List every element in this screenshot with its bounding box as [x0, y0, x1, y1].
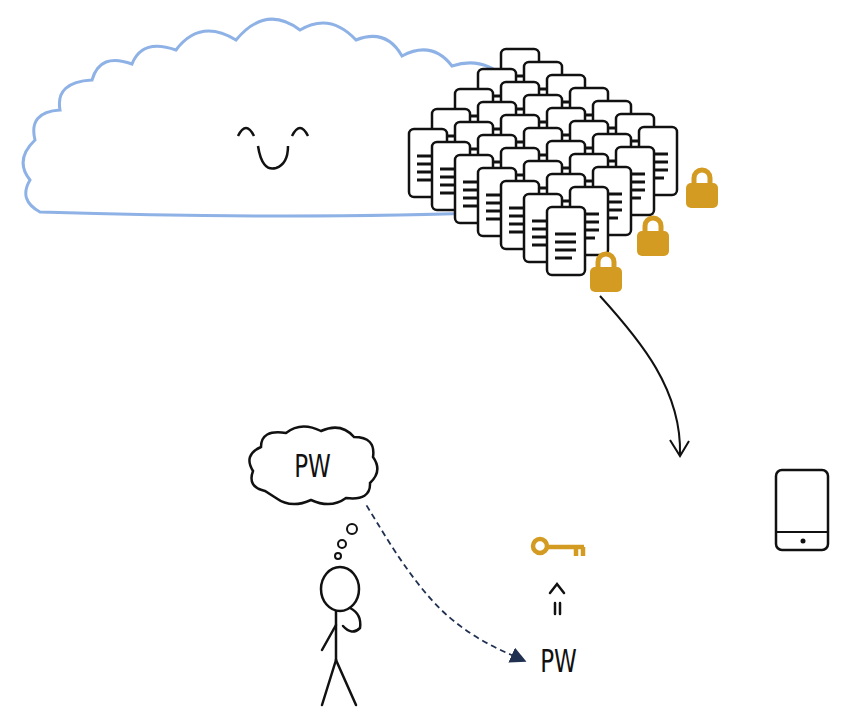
smiley-eye — [292, 128, 308, 136]
thought-dot — [335, 553, 341, 559]
cloud — [23, 19, 505, 216]
thought-dot — [338, 540, 346, 548]
smiley-eye — [238, 128, 254, 136]
password-text: PW — [525, 636, 591, 686]
tablet-device — [776, 470, 828, 550]
lock-icon — [590, 254, 622, 292]
lock-icon — [686, 170, 718, 208]
dashed-arrow — [367, 505, 526, 661]
document-stack — [409, 49, 677, 275]
smiley-mouth — [258, 146, 288, 169]
thought-cloud-outline — [249, 426, 377, 504]
thought-dot — [347, 524, 357, 534]
key-icon — [533, 539, 584, 556]
thought-bubble: PW — [245, 425, 380, 507]
node-text: PW — [294, 447, 331, 485]
stick-figure — [321, 567, 360, 705]
corresponds-symbol — [550, 584, 564, 614]
lock-icon — [637, 218, 669, 256]
node-text: PW — [540, 642, 577, 680]
download-arrow — [600, 296, 680, 455]
download-arrowhead — [670, 440, 689, 456]
